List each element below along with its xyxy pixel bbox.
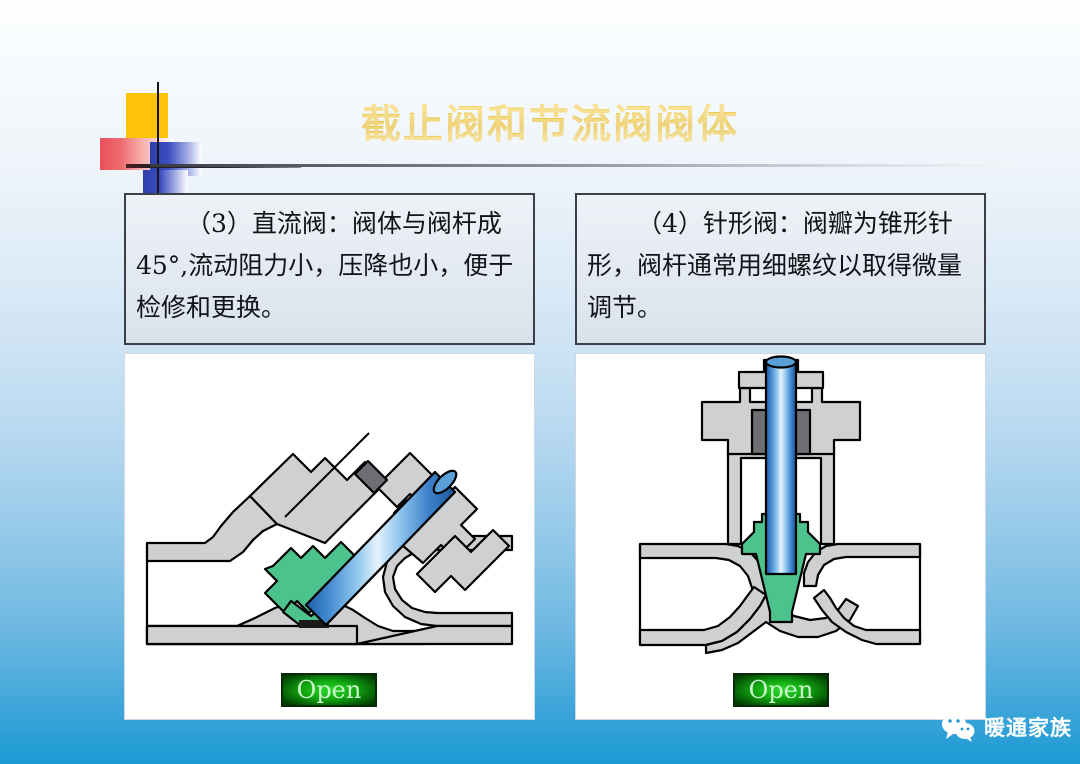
title-underline-rule: [150, 164, 1012, 167]
caption-text-right: （4）针形阀：阀瓣为锥形针形，阀杆通常用细螺纹以取得微量调节。: [575, 193, 986, 345]
wechat-icon: [942, 714, 975, 742]
status-label-left: Open: [297, 676, 362, 704]
diagram-panel-right: Open: [575, 353, 986, 720]
page-title: 截止阀和节流阀阀体: [240, 92, 860, 150]
watermark-label: 暖通家族: [984, 716, 1072, 740]
status-badge-open-left: Open: [281, 673, 377, 707]
diagram-panel-left: Open: [124, 353, 535, 720]
status-label-right: Open: [749, 676, 814, 704]
title-decoration: [100, 82, 301, 207]
needle-valve-diagram: Open: [638, 355, 922, 707]
column-right: （4）针形阀：阀瓣为锥形针形，阀杆通常用细螺纹以取得微量调节。: [575, 193, 986, 720]
y-pattern-valve-diagram: Open: [145, 432, 514, 707]
caption-text-left: （3）直流阀：阀体与阀杆成45°,流动阻力小，压降也小，便于检修和更换。: [124, 193, 535, 345]
decoration-vertical-rule: [157, 82, 159, 207]
content-columns: （3）直流阀：阀体与阀杆成45°,流动阻力小，压降也小，便于检修和更换。: [124, 193, 986, 720]
status-badge-open-right: Open: [733, 673, 829, 707]
watermark: 暖通家族: [941, 712, 1072, 742]
column-left: （3）直流阀：阀体与阀杆成45°,流动阻力小，压降也小，便于检修和更换。: [124, 193, 535, 720]
